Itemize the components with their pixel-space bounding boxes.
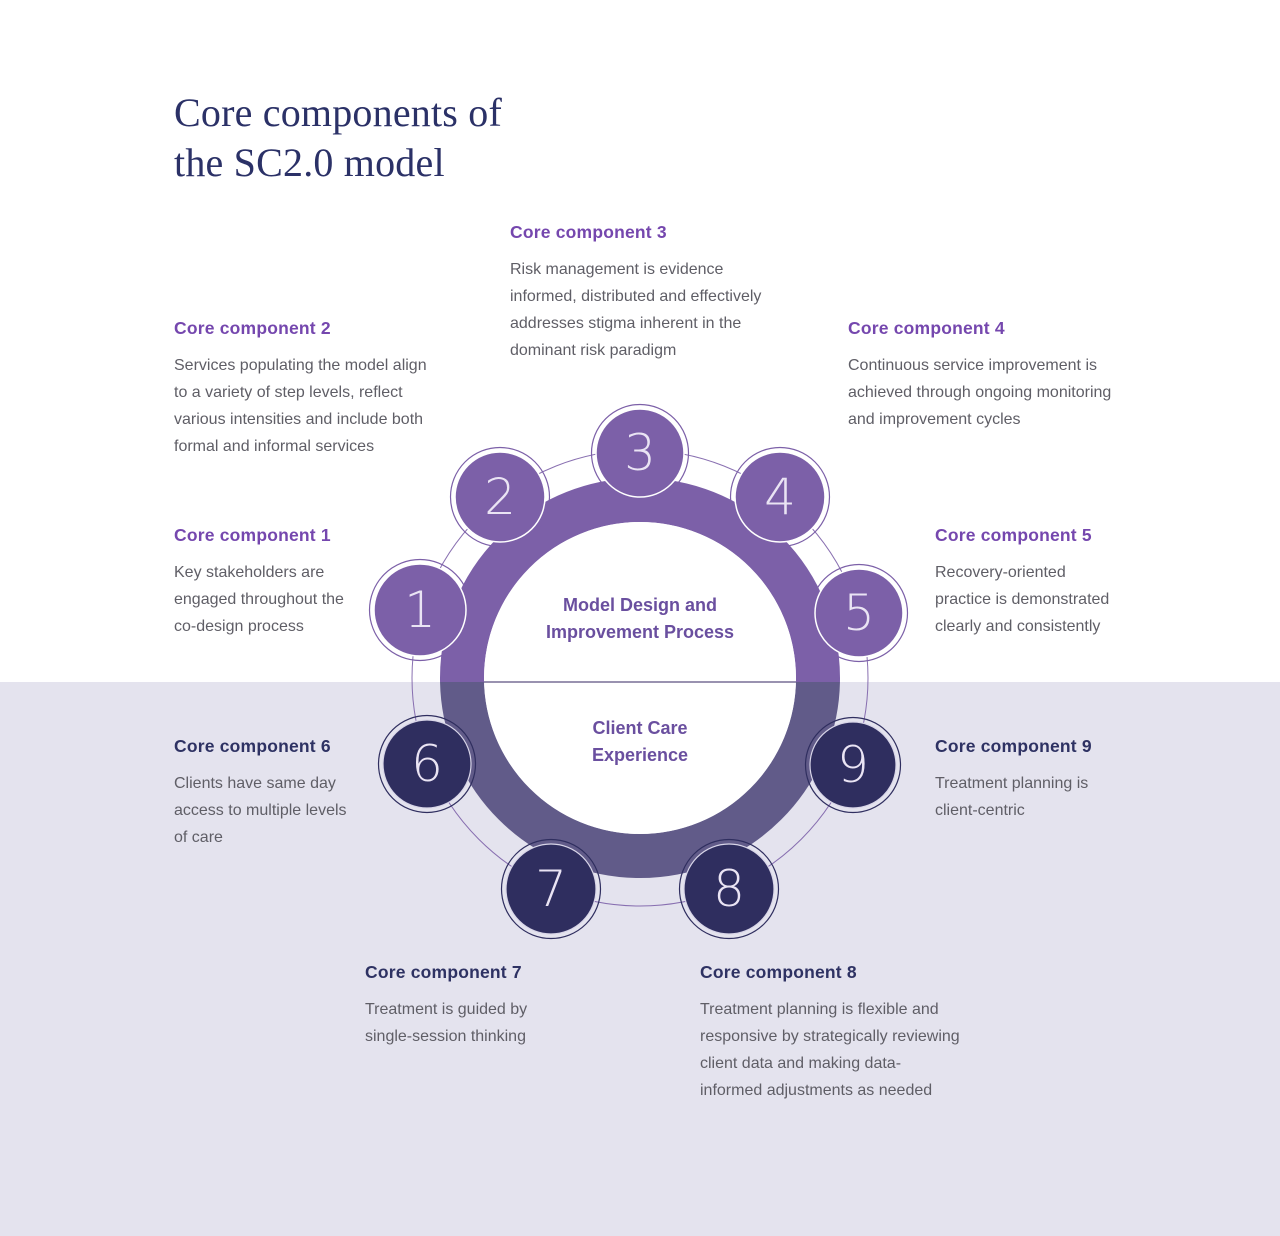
component-3-body: Risk management is evidence informed, di… xyxy=(510,261,762,359)
node-6-outline xyxy=(377,714,477,814)
component-6-heading: Core component 6 xyxy=(174,736,331,756)
component-5-heading: Core component 5 xyxy=(935,525,1092,545)
component-8-heading: Core component 8 xyxy=(700,962,857,982)
node-7-number: 7 xyxy=(535,860,567,918)
node-1-circle xyxy=(373,563,467,657)
component-9-block: Core component 9 Treatment planning is c… xyxy=(935,736,1100,824)
node-9-circle xyxy=(809,721,897,809)
component-6-body: Clients have same day access to multiple… xyxy=(174,775,347,846)
component-8-block: Core component 8 Treatment planning is f… xyxy=(700,962,962,1104)
node-9-outline xyxy=(804,716,902,814)
center-top-label: Model Design and Improvement Process xyxy=(495,592,785,646)
ring-lower-half xyxy=(440,682,840,878)
component-7-heading: Core component 7 xyxy=(365,962,522,982)
node-3-circle xyxy=(595,408,685,498)
center-bottom-label-line1: Client Care xyxy=(592,718,688,738)
center-top-label-line2: Improvement Process xyxy=(545,622,735,642)
node-3-number: 3 xyxy=(624,424,656,482)
component-5-body: Recovery-oriented practice is demonstrat… xyxy=(935,564,1110,635)
node-2-number: 2 xyxy=(484,468,516,526)
node-5-number: 5 xyxy=(843,584,875,642)
component-1-block: Core component 1 Key stakeholders are en… xyxy=(174,525,354,640)
component-8-body: Treatment planning is flexible and respo… xyxy=(700,1001,960,1099)
center-white-circle xyxy=(484,522,796,834)
component-4-block: Core component 4 Continuous service impr… xyxy=(848,318,1116,433)
component-7-body: Treatment is guided by single-session th… xyxy=(365,1001,528,1045)
node-5-outline xyxy=(809,563,909,663)
page-title-line2: the SC2.0 model xyxy=(174,140,445,185)
node-4-number: 4 xyxy=(764,468,796,526)
component-3-block: Core component 3 Risk management is evid… xyxy=(510,222,772,364)
component-7-block: Core component 7 Treatment is guided by … xyxy=(365,962,540,1050)
node-4-outline xyxy=(729,446,831,548)
node-2-circle xyxy=(454,451,546,543)
center-bottom-label-line2: Experience xyxy=(591,745,689,765)
node-6-number: 6 xyxy=(411,735,443,793)
component-2-heading: Core component 2 xyxy=(174,318,331,338)
node-7-outline xyxy=(500,838,602,940)
node-7-circle xyxy=(505,843,597,935)
component-9-body: Treatment planning is client-centric xyxy=(935,775,1089,819)
component-2-body: Services populating the model align to a… xyxy=(174,357,427,455)
node-1-number: 1 xyxy=(404,581,436,639)
node-9-number: 9 xyxy=(837,736,869,794)
center-bottom-label: Client Care Experience xyxy=(495,715,785,769)
component-4-heading: Core component 4 xyxy=(848,318,1005,338)
node-4-circle xyxy=(734,451,826,543)
node-6-circle xyxy=(382,719,472,809)
component-5-block: Core component 5 Recovery-oriented pract… xyxy=(935,525,1125,640)
page-title-line1: Core components of xyxy=(174,90,502,135)
ring-upper-half xyxy=(440,478,840,682)
component-1-heading: Core component 1 xyxy=(174,525,331,545)
node-8-outline xyxy=(678,838,780,940)
node-3-outline xyxy=(590,403,690,503)
node-5-circle xyxy=(814,568,904,658)
node-8-circle xyxy=(683,843,775,935)
node-8-number: 8 xyxy=(713,860,745,918)
component-1-body: Key stakeholders are engaged throughout … xyxy=(174,564,344,635)
component-9-heading: Core component 9 xyxy=(935,736,1092,756)
page-title: Core components of the SC2.0 model xyxy=(174,88,594,188)
node-1-outline xyxy=(368,558,472,662)
component-3-heading: Core component 3 xyxy=(510,222,667,242)
component-6-block: Core component 6 Clients have same day a… xyxy=(174,736,359,851)
center-top-label-line1: Model Design and xyxy=(562,595,717,615)
component-4-body: Continuous service improvement is achiev… xyxy=(848,357,1112,428)
node-2-outline xyxy=(449,446,551,548)
component-2-block: Core component 2 Services populating the… xyxy=(174,318,430,460)
